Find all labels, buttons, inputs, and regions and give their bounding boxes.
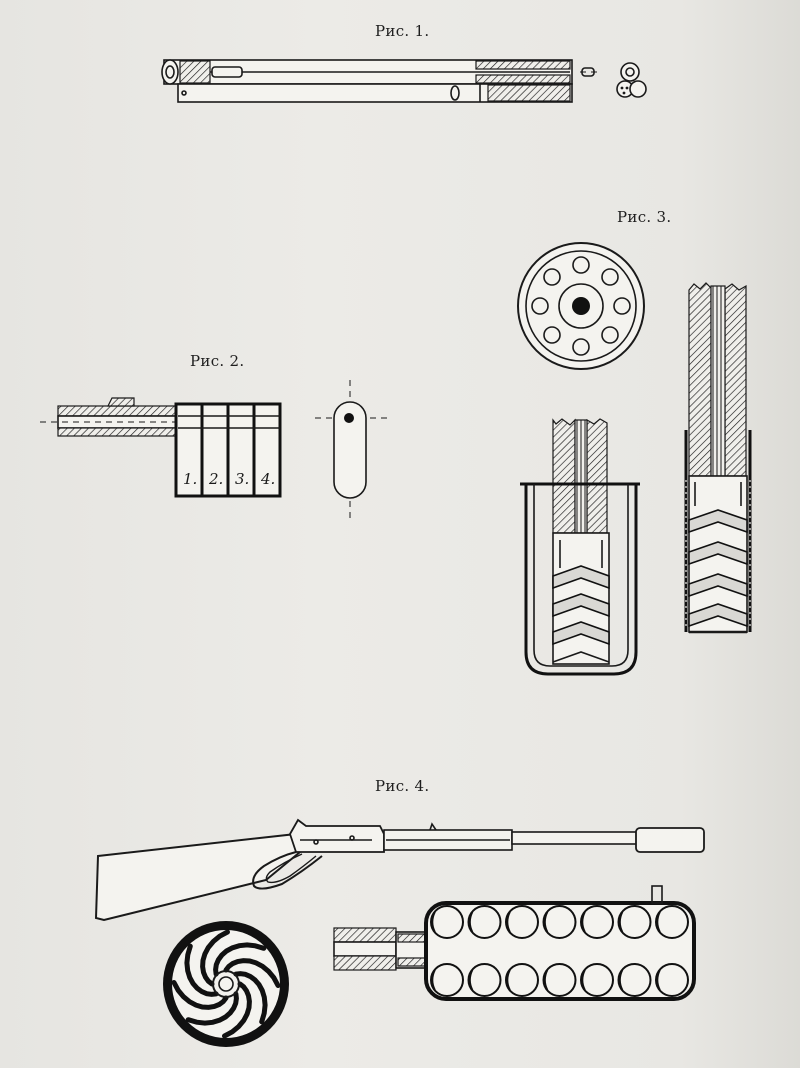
magazine-cell: [580, 963, 614, 997]
fig1-drawing: [161, 59, 647, 103]
magazine-cell: [505, 905, 539, 939]
magazine-cells: [430, 905, 689, 997]
chamber-number: 1.: [183, 470, 197, 488]
fig2-caption: Рис. 2.: [190, 352, 245, 370]
fig1-caption: Рис. 1.: [375, 22, 430, 40]
cell-wall: [544, 911, 549, 933]
cell-wall: [656, 911, 661, 933]
cell-wall: [581, 911, 586, 933]
rotor-blade: [213, 942, 267, 977]
magazine-cell: [542, 905, 577, 939]
rotor-blade: [184, 943, 219, 997]
rotor-blade: [185, 991, 239, 1026]
magazine-cell: [430, 905, 464, 939]
rotor-blade: [171, 980, 229, 1010]
magazine-cell: [467, 963, 502, 997]
cell-wall: [619, 969, 624, 991]
magazine-cell: [617, 963, 652, 997]
magazine-cell: [580, 905, 614, 939]
magazine-cell: [617, 905, 652, 939]
fig4-drawing: [94, 818, 705, 1047]
cell-wall: [619, 911, 624, 933]
fig2-drawing: 1. 2. 3. 4.: [40, 380, 392, 518]
magazine-cell: [542, 963, 577, 997]
fig3-caption: Рис. 3.: [617, 208, 672, 226]
spiral-rotor: [171, 929, 281, 1039]
fig3-drawing: [517, 242, 752, 676]
magazine-cell: [655, 905, 689, 939]
cell-wall: [544, 969, 549, 991]
chamber-number: 3.: [235, 470, 249, 488]
cell-wall: [431, 969, 436, 991]
rotor-blade: [200, 929, 230, 987]
magazine-cell: [430, 963, 464, 997]
magazine-cell: [655, 963, 689, 997]
cell-wall: [431, 911, 436, 933]
fig4-caption: Рис. 4.: [375, 777, 430, 795]
cell-wall: [469, 911, 474, 933]
magazine-cell: [467, 905, 502, 939]
rotor-blade: [223, 958, 281, 988]
rotor-blade: [222, 981, 252, 1039]
cell-wall: [506, 911, 511, 933]
chamber-number: 4.: [260, 470, 275, 488]
cell-wall: [581, 969, 586, 991]
rotor-blade: [233, 971, 268, 1025]
cell-wall: [469, 969, 474, 991]
cell-wall: [506, 969, 511, 991]
magazine-cell: [505, 963, 539, 997]
cell-wall: [656, 969, 661, 991]
chamber-number: 2.: [208, 470, 223, 488]
